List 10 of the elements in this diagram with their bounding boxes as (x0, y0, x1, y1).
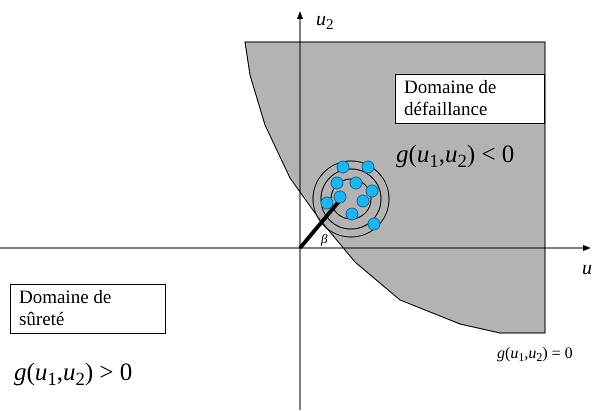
axis-label: u$_{2}$ (316, 7, 334, 34)
domain-box (395, 74, 545, 124)
axis-label: u (582, 256, 592, 281)
domain-title: Domaine de sûreté (19, 287, 112, 331)
inequality-formula: g(u$_{1}$,u$_{2}$) > 0 (14, 358, 132, 392)
inequality-formula: g(u$_{1}$,u$_{2}$) < 0 (396, 140, 514, 174)
limit-state-label: g(u$_{1}$,u$_{2}$) = 0 (497, 344, 573, 366)
domain-title: Domaine de défaillance (404, 77, 498, 121)
axis-label: β (321, 230, 328, 248)
domain-box (10, 284, 166, 334)
